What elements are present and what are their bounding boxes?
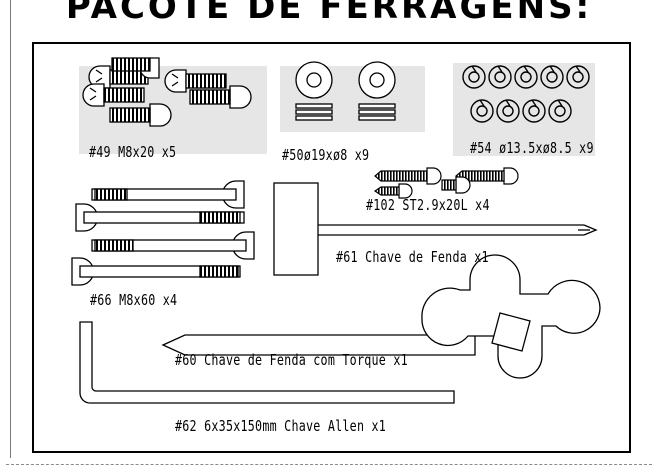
part-label-50: #50ø19xø8 x9 (282, 146, 370, 164)
left-margin-rule (10, 0, 11, 458)
part-label-66: #66 M8x60 x4 (90, 291, 178, 309)
hardware-frame (32, 42, 631, 453)
part-label-62: #62 6x35x150mm Chave Allen x1 (175, 417, 387, 435)
page-title: PACOTE DE FERRAGENS: (65, 0, 593, 27)
part-label-60: #60 Chave de Fenda com Torque x1 (175, 351, 408, 369)
screwdriver-icon (273, 182, 598, 276)
part-label-54: #54 ø13.5xø8.5 x9 (470, 139, 594, 157)
allen-key-icon (79, 321, 455, 404)
screw-st2-9x20l-icon (373, 167, 519, 199)
part-label-102: #102 ST2.9x20L x4 (366, 196, 490, 214)
washer-icon (295, 61, 396, 121)
bolt-m8x20-icon (82, 57, 252, 127)
bolt-m8x60-icon (71, 180, 255, 286)
part-label-49: #49 M8x20 x5 (89, 143, 177, 161)
dashed-cut-line (6, 464, 652, 465)
lock-washer-icon (462, 65, 590, 123)
part-label-61: #61 Chave de Fenda x1 (336, 248, 489, 266)
torque-wrench-tool-icon (161, 254, 601, 379)
